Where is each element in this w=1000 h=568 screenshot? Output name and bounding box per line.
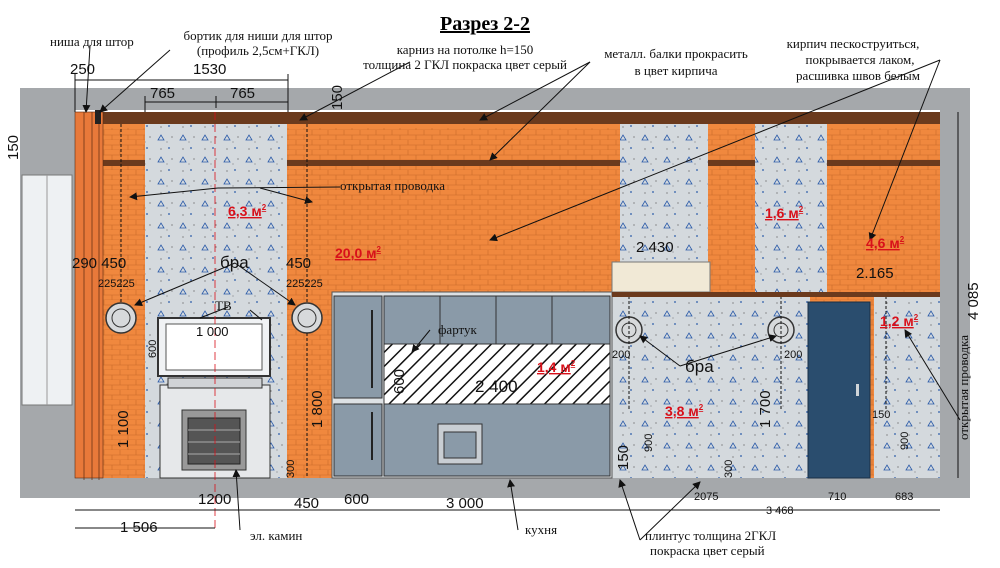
dim-225-225-b: 225225 bbox=[286, 278, 323, 290]
sconce-left bbox=[105, 302, 137, 334]
dim-1700: 1 700 bbox=[757, 390, 774, 428]
soffit bbox=[611, 261, 711, 293]
note-niche-border-1: бортик для ниши для штор bbox=[184, 28, 333, 43]
note-sconce-right: бра bbox=[685, 357, 714, 376]
dim-450: 450 bbox=[286, 255, 311, 272]
note-baseboard-1: плинтус толщина 2ГКЛ bbox=[645, 528, 776, 543]
dim-1530: 1530 bbox=[193, 61, 226, 78]
note-fireplace: эл. камин bbox=[250, 528, 302, 543]
dim-765-b: 765 bbox=[230, 85, 255, 102]
area-lower-mid: 3,8 м2 bbox=[665, 403, 704, 419]
note-backsplash: фартук bbox=[438, 322, 478, 337]
area-right-wall: 1,2 м2 bbox=[880, 313, 919, 329]
dim-450-b: 450 bbox=[294, 495, 319, 512]
sconce-right-a bbox=[615, 316, 643, 344]
lintel-beam bbox=[612, 292, 940, 297]
dim-200-a: 200 bbox=[612, 349, 630, 361]
note-brick-2: покрывается лаком, bbox=[806, 52, 915, 67]
niche-border bbox=[95, 110, 101, 124]
dim-1506: 1 506 bbox=[120, 519, 158, 536]
note-tv: ТВ bbox=[215, 298, 232, 313]
dim-150-left: 150 bbox=[5, 135, 22, 160]
area-column: 6,3 м2 bbox=[228, 203, 267, 219]
note-beams-2: в цвет кирпича bbox=[634, 63, 717, 78]
lower-cabinets bbox=[383, 403, 611, 477]
area-backsplash: 1,4 м2 bbox=[537, 359, 576, 375]
dim-1100: 1 100 bbox=[115, 410, 132, 448]
dim-150-mid: 150 bbox=[615, 445, 632, 470]
dim-1200: 1200 bbox=[198, 491, 231, 508]
backsplash bbox=[383, 343, 611, 405]
dim-2075: 2075 bbox=[694, 491, 718, 503]
dim-1000: 1 000 bbox=[196, 324, 229, 339]
ceiling-beam bbox=[75, 112, 940, 124]
dim-600-apron: 600 bbox=[391, 369, 408, 394]
drawing-title: Разрез 2-2 bbox=[440, 13, 530, 35]
dim-250: 250 bbox=[70, 61, 95, 78]
note-curtain-niche: ниша для штор bbox=[50, 34, 134, 49]
dim-600-b: 600 bbox=[344, 491, 369, 508]
dim-2430: 2 430 bbox=[636, 239, 674, 256]
dim-765-a: 765 bbox=[150, 85, 175, 102]
note-open-wiring: открытая проводка bbox=[340, 178, 445, 193]
dim-900-b: 900 bbox=[899, 432, 911, 450]
note-sconce-left: бра bbox=[220, 253, 249, 272]
note-niche-border-2: (профиль 2,5см+ГКЛ) bbox=[197, 43, 319, 58]
dim-300-b: 300 bbox=[723, 460, 735, 478]
dim-225-225: 225225 bbox=[98, 278, 135, 290]
note-cornice-2: толщина 2 ГКЛ покраска цвет серый bbox=[363, 57, 567, 72]
note-brick-3: расшивка швов белым bbox=[796, 68, 920, 83]
dim-300: 300 bbox=[285, 460, 297, 478]
area-upper-right: 1,6 м2 bbox=[765, 205, 804, 221]
note-baseboard-2: покраска цвет серый bbox=[650, 543, 765, 558]
ceiling-slab bbox=[20, 88, 970, 110]
note-open-wiring-right: открытая проводка bbox=[956, 335, 971, 440]
upper-cabinets bbox=[383, 295, 611, 345]
steel-beam bbox=[75, 160, 940, 166]
dim-3468: 3 468 bbox=[766, 505, 794, 517]
note-kitchen: кухня bbox=[525, 522, 557, 537]
dim-1800: 1 800 bbox=[309, 390, 326, 428]
floor-slab bbox=[20, 478, 970, 498]
right-wall-section bbox=[940, 88, 970, 498]
dim-2400: 2 400 bbox=[475, 377, 518, 396]
dim-710: 710 bbox=[828, 491, 846, 503]
note-brick-1: кирпич пескоструиться, bbox=[787, 36, 920, 51]
fridge-lower bbox=[333, 403, 383, 477]
dim-4085: 4 085 bbox=[965, 282, 982, 320]
dim-150-top: 150 bbox=[329, 85, 346, 110]
fridge-upper bbox=[333, 295, 383, 399]
dim-2165: 2.165 bbox=[856, 265, 894, 282]
door bbox=[807, 301, 871, 479]
concrete-panel-upper-right bbox=[755, 124, 827, 296]
area-brick-main: 20,0 м2 bbox=[335, 245, 382, 261]
dim-150-r: 150 bbox=[872, 409, 890, 421]
dim-290-450: 290 450 bbox=[72, 255, 126, 272]
dim-200-b: 200 bbox=[784, 349, 802, 361]
note-beams-1: металл. балки прокрасить bbox=[604, 46, 748, 61]
dim-3000: 3 000 bbox=[446, 495, 484, 512]
sconce-center bbox=[291, 302, 323, 334]
concrete-wall-right bbox=[874, 296, 940, 478]
note-cornice-1: карниз на потолке h=150 bbox=[397, 42, 534, 57]
dim-900-a: 900 bbox=[643, 434, 655, 452]
sconce-right-b bbox=[767, 316, 795, 344]
area-brick-right: 4,6 м2 bbox=[866, 235, 905, 251]
curtain-niche bbox=[74, 111, 104, 479]
dim-600-tv: 600 bbox=[147, 340, 159, 358]
dim-683: 683 bbox=[895, 491, 913, 503]
